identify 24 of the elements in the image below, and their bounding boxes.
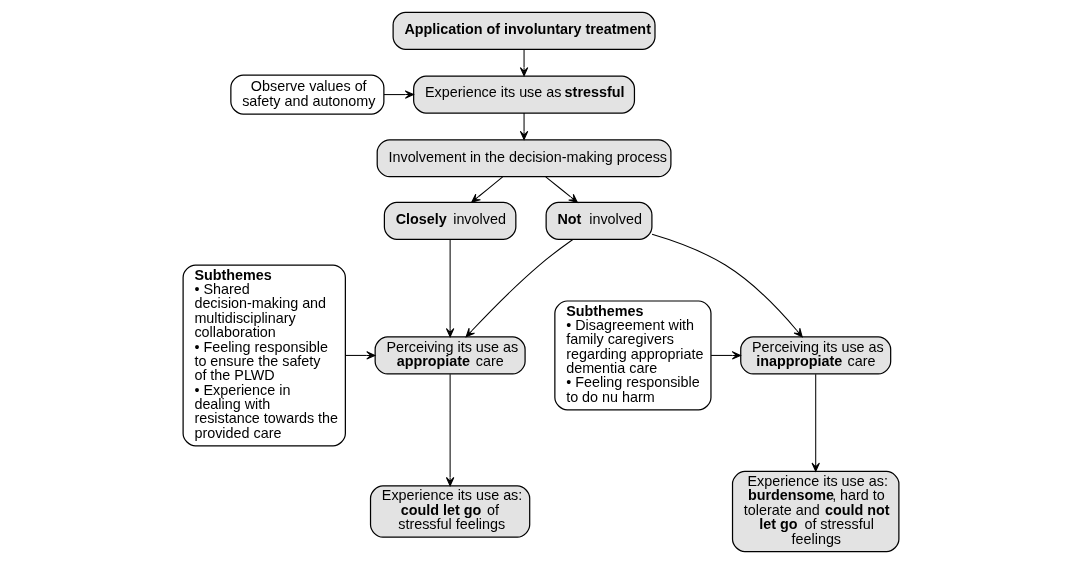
arrow (545, 176, 578, 203)
arrow (465, 239, 574, 338)
node-box: Perceiving its use as inappropiate care (740, 336, 892, 375)
arrow (519, 112, 529, 140)
node-box: Experience its use as: burdensome, hard to tolerate and could not let go of stressful feelings (731, 470, 900, 553)
node-box: Experience its use as: could let go of stressful feelings (369, 485, 531, 538)
arrow (471, 176, 504, 203)
arrow (710, 351, 742, 360)
node-box: Not involved (545, 201, 653, 240)
arrow (651, 233, 803, 338)
arrow (445, 373, 455, 487)
arrow (345, 351, 376, 360)
node-box: Subthemes • Disagreement with family caregivers regarding appropriate dementia care • Feeling responsible to do nu harm (554, 300, 712, 411)
arrow (811, 373, 820, 472)
arrow (445, 239, 455, 338)
node-box: Subthemes • Shared decision-making and multidisciplinary collaboration • Feeling responsible to ensure the safety of the PLWD • Experience in dealing with resistance towards the provided care (182, 264, 346, 447)
node-box: Observe values of safety and autonomy (230, 74, 385, 115)
node-box: Closely involved (383, 201, 517, 240)
arrow (383, 90, 415, 99)
node-box: Application of involuntary treatment (392, 11, 656, 50)
arrow (519, 48, 529, 77)
node-box: Perceiving its use as appropiate care (374, 336, 526, 375)
node-box: Experience its use as stressful (413, 75, 636, 114)
node-box: Involvement in the decision-making process (376, 139, 672, 178)
